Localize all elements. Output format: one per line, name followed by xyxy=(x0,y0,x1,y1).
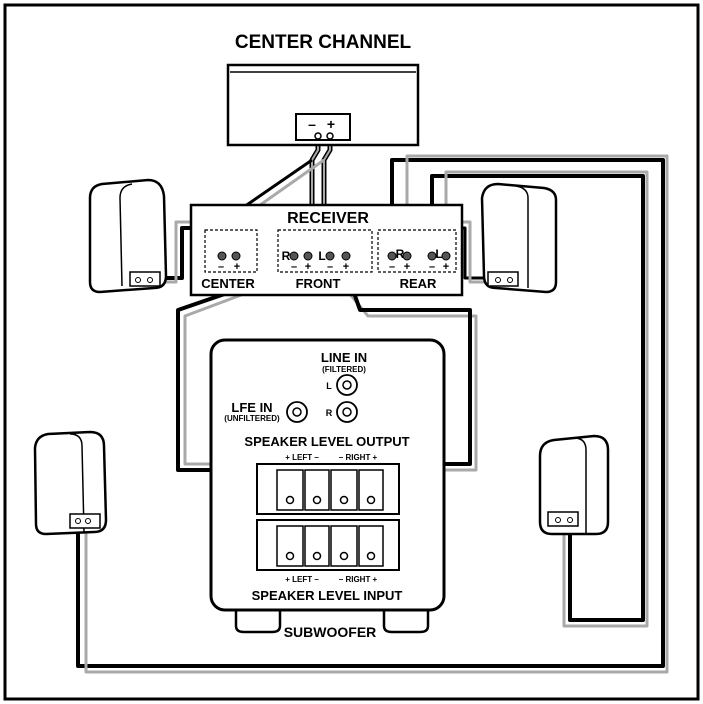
receiver-front-l-label: L xyxy=(318,249,325,263)
rear-right-speaker xyxy=(33,430,108,536)
subwoofer-foot-left xyxy=(234,606,282,634)
svg-text:+: + xyxy=(234,261,240,273)
lfe-in-sub-label: (UNFILTERED) xyxy=(224,414,280,423)
receiver-center-group xyxy=(204,229,258,273)
svg-text:+: + xyxy=(404,261,410,273)
svg-text:–: – xyxy=(389,261,395,273)
line-in-label: LINE IN xyxy=(321,350,367,365)
center-terminal-plus-label: + xyxy=(327,116,335,132)
center-terminal-minus-label: – xyxy=(308,116,316,132)
svg-text:+: + xyxy=(305,261,311,273)
rear-right-wire xyxy=(76,158,665,668)
svg-text:–: – xyxy=(291,261,297,273)
center-terminal-block xyxy=(295,113,351,141)
lfe-in-label: LFE IN xyxy=(231,400,272,415)
speaker-level-output-terminals xyxy=(256,463,400,515)
speaker-level-input-terminals xyxy=(256,519,400,571)
receiver-title: RECEIVER xyxy=(287,210,369,227)
line-in-sub-label: (FILTERED) xyxy=(322,365,366,374)
rear-left-wire xyxy=(430,174,645,622)
receiver-rear-l-label: L xyxy=(435,247,442,261)
lfe-in-jack xyxy=(286,401,308,423)
output-right-label: – RIGHT + xyxy=(339,453,378,462)
receiver-rear-group xyxy=(377,229,457,273)
input-left-label: + LEFT – xyxy=(285,575,319,584)
line-in-l-jack xyxy=(336,374,358,396)
receiver-terminals xyxy=(217,251,451,261)
subwoofer-foot-right xyxy=(382,606,430,634)
svg-text:+: + xyxy=(443,261,449,273)
speaker-level-output-label: SPEAKER LEVEL OUTPUT xyxy=(244,434,409,449)
svg-text:–: – xyxy=(327,261,333,273)
line-in-r-jack xyxy=(336,401,358,423)
subwoofer-label: SUBWOOFER xyxy=(284,624,377,640)
speaker-level-input-label: SPEAKER LEVEL INPUT xyxy=(252,588,403,603)
receiver-rear-label: REAR xyxy=(400,276,437,291)
receiver-front-r-label: R xyxy=(282,249,291,263)
output-left-label: + LEFT – xyxy=(285,453,319,462)
receiver-front-group xyxy=(277,229,373,273)
svg-text:–: – xyxy=(218,261,224,273)
receiver: RECEIVER –+ –+ –+ –+ –+ R L R L CENTER F… xyxy=(189,203,464,297)
front-right-speaker xyxy=(480,182,558,294)
line-in-r-label: R xyxy=(326,408,333,418)
input-right-label: – RIGHT + xyxy=(339,575,378,584)
receiver-front-label: FRONT xyxy=(296,276,341,291)
line-in-l-label: L xyxy=(326,381,332,391)
svg-text:–: – xyxy=(429,261,435,273)
center-channel-title: CENTER CHANNEL xyxy=(235,32,412,53)
receiver-center-label: CENTER xyxy=(201,276,255,291)
rear-left-speaker xyxy=(538,434,610,536)
front-left-speaker xyxy=(88,178,168,294)
receiver-rear-r-label: R xyxy=(396,247,405,261)
subwoofer: LINE IN (FILTERED) L R LFE IN (UNFILTERE… xyxy=(209,338,446,640)
svg-text:+: + xyxy=(343,261,349,273)
center-channel-speaker: – + xyxy=(226,63,420,147)
